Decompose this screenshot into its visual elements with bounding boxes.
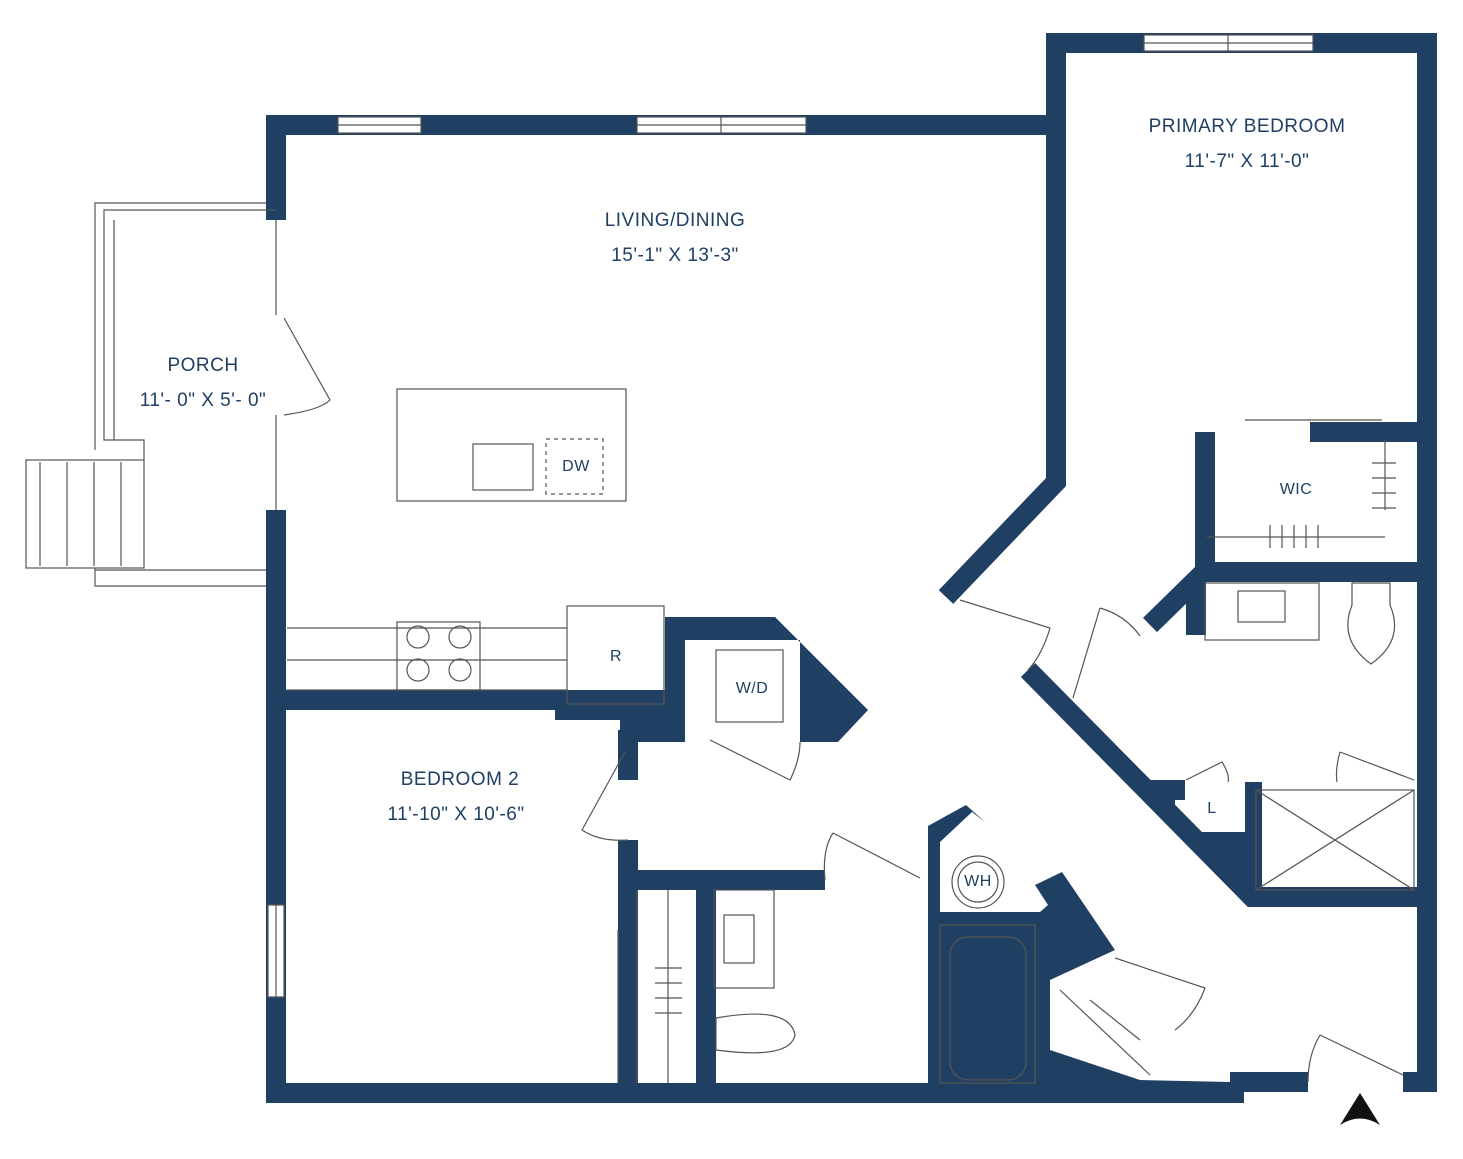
wic-rods bbox=[1207, 440, 1396, 548]
bath2-toilet bbox=[715, 1013, 796, 1054]
primary-vanity bbox=[1204, 582, 1320, 641]
entry-door bbox=[1307, 1034, 1404, 1083]
bath-door bbox=[1072, 607, 1141, 699]
linen-label: L bbox=[1207, 800, 1217, 817]
fixtures-lines bbox=[25, 202, 1415, 1084]
island-sink bbox=[472, 443, 534, 491]
primary-bedroom-diagonal-wall bbox=[938, 125, 1066, 604]
bedroom2-wall bbox=[618, 730, 825, 1093]
primary-label: PRIMARY BEDROOM bbox=[1148, 116, 1346, 137]
bedroom2-door bbox=[581, 751, 629, 841]
bedroom2-label: BEDROOM 2 bbox=[400, 769, 520, 790]
bath2-vanity bbox=[713, 889, 775, 989]
primary-size: 11'-7" X 11'-0" bbox=[1184, 151, 1310, 172]
wic-label: WIC bbox=[1279, 481, 1313, 498]
primary-toilet bbox=[1347, 582, 1396, 665]
walls bbox=[266, 33, 1437, 1103]
porch-door bbox=[283, 317, 331, 416]
wall-blocks bbox=[555, 617, 1262, 1093]
bedroom2-size: 11'-10" X 10'-6" bbox=[387, 804, 525, 825]
water-heater-label: WH bbox=[964, 873, 992, 890]
hall-closet bbox=[1059, 957, 1206, 1076]
living-label: LIVING/DINING bbox=[604, 210, 746, 231]
refrigerator bbox=[566, 605, 665, 705]
exterior-wall-top-right bbox=[266, 33, 1437, 1092]
range bbox=[396, 621, 481, 691]
hall-door bbox=[823, 832, 921, 881]
kitchen-island bbox=[396, 388, 627, 502]
linen-door bbox=[1185, 761, 1229, 783]
wd-door bbox=[709, 739, 801, 781]
porch-railing bbox=[94, 202, 277, 510]
living-size: 15'-1" X 13'-3" bbox=[611, 245, 739, 266]
porch-steps bbox=[25, 459, 145, 569]
bath-entry-wall bbox=[1143, 556, 1206, 635]
porch-label: PORCH bbox=[167, 355, 239, 376]
porch-size: 11'- 0" X 5'- 0" bbox=[139, 390, 267, 411]
dw-label: DW bbox=[562, 458, 590, 475]
wd-label: W/D bbox=[735, 680, 769, 697]
primary-door bbox=[959, 599, 1051, 671]
bedroom2-closet bbox=[617, 890, 682, 1083]
washer-dryer bbox=[715, 649, 784, 723]
shower-door bbox=[1255, 751, 1415, 891]
bathtub bbox=[939, 924, 1036, 1084]
exterior-wall-left-bottom bbox=[266, 510, 1244, 1103]
north-arrow-icon bbox=[1340, 1093, 1380, 1125]
shower bbox=[1255, 789, 1415, 891]
wic-wall bbox=[1195, 432, 1427, 582]
refrigerator-label: R bbox=[609, 648, 623, 665]
windows bbox=[267, 34, 1314, 998]
water-heater bbox=[951, 855, 1005, 909]
